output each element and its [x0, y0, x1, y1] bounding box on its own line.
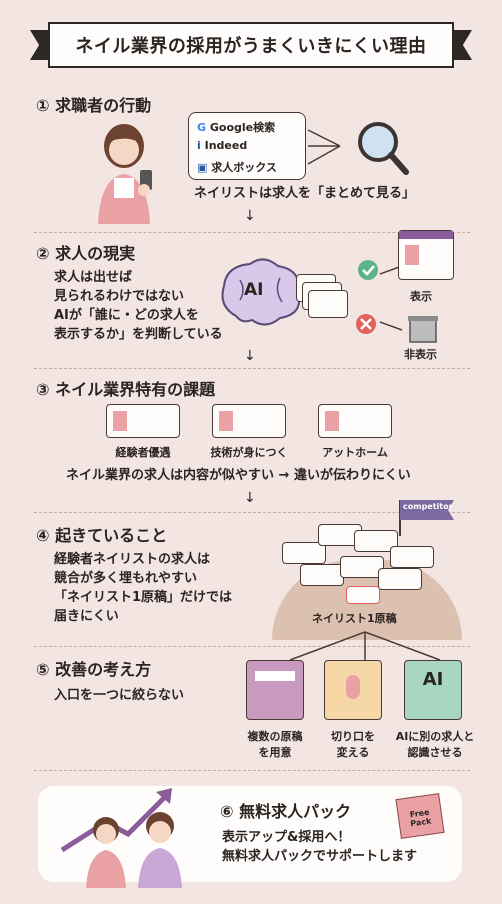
shown-listing-card — [398, 230, 454, 280]
card-thumbnail — [325, 411, 339, 431]
divider-2 — [34, 368, 470, 369]
own-listing-label: ネイリスト1原稿 — [312, 612, 397, 625]
issue-card-2 — [212, 404, 286, 438]
arrows-to-magnifier — [307, 122, 409, 175]
section1-caption: ネイリストは求人を「まとめて見る」 — [194, 186, 416, 201]
flag-label: competitor — [403, 502, 453, 511]
option-card-angle — [324, 660, 382, 720]
card-thumbnail — [405, 245, 419, 265]
competitor-flag — [399, 500, 454, 536]
hidden-label: 非表示 — [404, 348, 437, 361]
section5-heading: ⑤ 改善の考え方 — [36, 660, 152, 679]
option-caption-3: AIに別の求人と認識させる — [395, 730, 475, 759]
section3-caption: ネイル業界の求人は内容が似やすい → 違いが伝わりにくい — [66, 468, 411, 483]
competitor-card — [340, 556, 384, 578]
competitor-card — [378, 568, 422, 590]
down-arrow-1: ↓ — [244, 208, 256, 224]
divider-4 — [34, 646, 470, 647]
service-google: G Google検索 — [197, 121, 276, 134]
trash-bin-icon — [408, 316, 438, 343]
section2-heading: ② 求人の現実 — [36, 244, 136, 263]
option-card-multiple — [246, 660, 304, 720]
page-title: ネイル業界の採用がうまくいきにくい理由 — [48, 22, 454, 68]
ai-label: AI — [422, 669, 444, 690]
box-icon: ▣ — [197, 161, 208, 174]
branch-lines — [289, 631, 441, 661]
section5-body: 入口を一つに絞らない — [54, 688, 185, 703]
growth-arrow-and-people — [60, 788, 182, 888]
service-kyujinbox: ▣ 求人ボックス — [197, 161, 277, 174]
card-thumbnail — [113, 411, 127, 431]
competitor-card — [390, 546, 434, 568]
own-listing-card — [346, 586, 380, 604]
competitor-card — [282, 542, 326, 564]
ai-label: AI — [244, 280, 264, 300]
search-services-bubble: G Google検索 i Indeed ▣ 求人ボックス — [188, 112, 306, 180]
issue-caption-3: アットホーム — [322, 446, 388, 459]
service-indeed: i Indeed — [197, 139, 248, 152]
section2-body: 求人は出せば見られるわけではない AIが「誰に・どの求人を表示するか」を判断して… — [54, 270, 223, 342]
ai-brain-icon — [221, 258, 301, 326]
issue-card-3 — [318, 404, 392, 438]
section3-heading: ③ ネイル業界特有の課題 — [36, 380, 216, 399]
competitor-card — [354, 530, 398, 552]
free-pack-box: Free Pack — [395, 793, 445, 839]
section6-body: 表示アップ&採用へ！無料求人パックでサポートします — [222, 830, 418, 864]
nail-icon — [346, 675, 360, 699]
section4-heading: ④ 起きていること — [36, 526, 168, 545]
option-card-ai: AI — [404, 660, 462, 720]
divider-5 — [34, 770, 470, 771]
divider-3 — [34, 512, 470, 513]
issue-card-1 — [106, 404, 180, 438]
google-icon: G — [197, 121, 207, 134]
option-caption-1: 複数の原稿を用意 — [247, 730, 303, 759]
card-header-bar — [399, 231, 453, 239]
card-line — [255, 671, 295, 681]
card-thumbnail — [219, 411, 233, 431]
down-arrow-2: ↓ — [244, 348, 256, 364]
section6-heading: ⑥ 無料求人パック — [220, 802, 352, 821]
competitor-card — [300, 564, 344, 586]
job-seeker-illustration — [98, 124, 152, 224]
option-caption-2: 切り口を変える — [331, 730, 375, 759]
issue-caption-2: 技術が身につく — [210, 446, 288, 459]
shown-label: 表示 — [410, 290, 432, 303]
section1-heading: ① 求職者の行動 — [36, 96, 152, 115]
section4-body: 経験者ネイリストの求人は競合が多く埋もれやすい 「ネイリスト1原稿」だけでは届き… — [54, 552, 233, 624]
free-pack-label: Free Pack — [409, 807, 432, 829]
indeed-icon: i — [197, 139, 201, 152]
divider-1 — [34, 232, 470, 233]
down-arrow-3: ↓ — [244, 490, 256, 506]
job-card-stack-front — [308, 290, 348, 318]
issue-caption-1: 経験者優遇 — [115, 446, 171, 459]
